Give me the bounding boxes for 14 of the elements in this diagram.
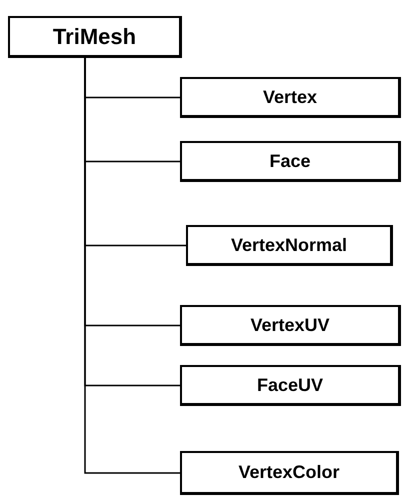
class-box [180,77,401,118]
class-box [180,305,401,346]
box-label: VertexUV [250,314,330,336]
box-label: VertexColor [238,462,340,483]
box-label: FaceUV [256,374,324,396]
class-box [186,225,393,266]
class-box [180,365,401,406]
box-label: Vertex [262,86,318,108]
class-box [8,16,182,58]
box-label: Face [269,150,311,172]
box-label: TriMesh [52,24,136,50]
class-box [180,451,399,495]
class-box [180,141,401,182]
box-label: VertexNormal [230,234,348,256]
